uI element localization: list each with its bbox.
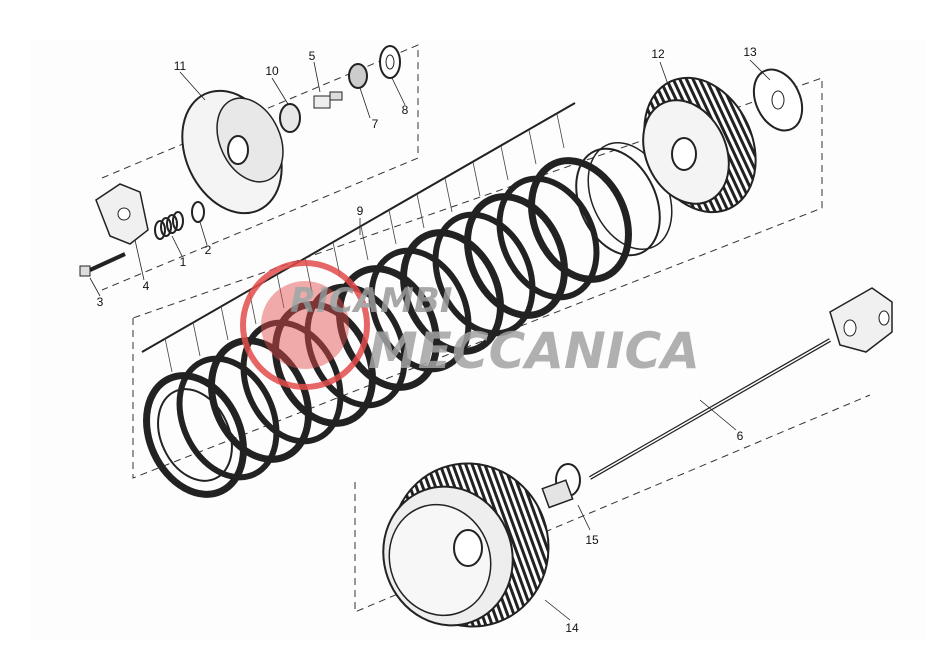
- callout-14: 14: [565, 621, 579, 635]
- callout-7: 7: [372, 117, 379, 131]
- spring-retainer-hole: [117, 207, 131, 221]
- pressure-plate: [181, 89, 284, 215]
- plates-leader-line: [141, 102, 576, 353]
- clutch-plate: [240, 319, 344, 445]
- clutch-plate: [496, 175, 600, 301]
- callout-8: 8: [402, 103, 409, 117]
- callout-13: 13: [743, 45, 757, 59]
- watermark-gear-icon: [240, 260, 370, 390]
- clutch-plate: [464, 193, 568, 319]
- callout-2: 2: [205, 243, 212, 257]
- clutch-plate: [432, 211, 536, 337]
- watermark-logo: RICAMBI MECCANICA: [240, 260, 700, 390]
- callout-3: 3: [97, 295, 104, 309]
- clutch-plate: [208, 337, 312, 463]
- callout-4: 4: [143, 279, 150, 293]
- clutch-plate-stack: [143, 142, 673, 498]
- callout-11: 11: [174, 59, 187, 73]
- clutch-basket: [382, 462, 550, 628]
- callout-12: 12: [651, 47, 665, 61]
- callout-labels: 11 10 5 7 8 12 13 1 2 4 3 9 6 15 14: [97, 45, 757, 635]
- retaining-ring: [575, 147, 661, 257]
- callout-6: 6: [737, 429, 744, 443]
- clutch-plate: [336, 265, 440, 391]
- thrust-washer: [752, 68, 804, 132]
- spring: [154, 211, 184, 240]
- bushing: [541, 463, 581, 509]
- watermark-line1: RICAMBI: [290, 281, 453, 321]
- callout-5: 5: [309, 49, 316, 63]
- callout-10: 10: [265, 64, 279, 78]
- callout-1: 1: [180, 255, 187, 269]
- clutch-plate: [368, 247, 472, 373]
- watermark-line2: MECCANICA: [368, 322, 700, 380]
- clutch-hub: [642, 76, 757, 214]
- pushrod: [313, 91, 343, 109]
- bearing: [279, 103, 301, 133]
- clutch-plate: [143, 372, 247, 498]
- nut: [348, 63, 368, 89]
- callout-leaders: [89, 59, 771, 621]
- bolt: [79, 252, 126, 277]
- clutch-plate: [400, 229, 504, 355]
- slave-cylinder: [829, 287, 893, 353]
- clutch-plate: [176, 355, 280, 481]
- clutch-plate: [528, 157, 632, 283]
- callout-9: 9: [357, 204, 364, 218]
- clutch-plate: [304, 283, 408, 409]
- spring-cup: [191, 201, 205, 223]
- callout-15: 15: [585, 533, 599, 547]
